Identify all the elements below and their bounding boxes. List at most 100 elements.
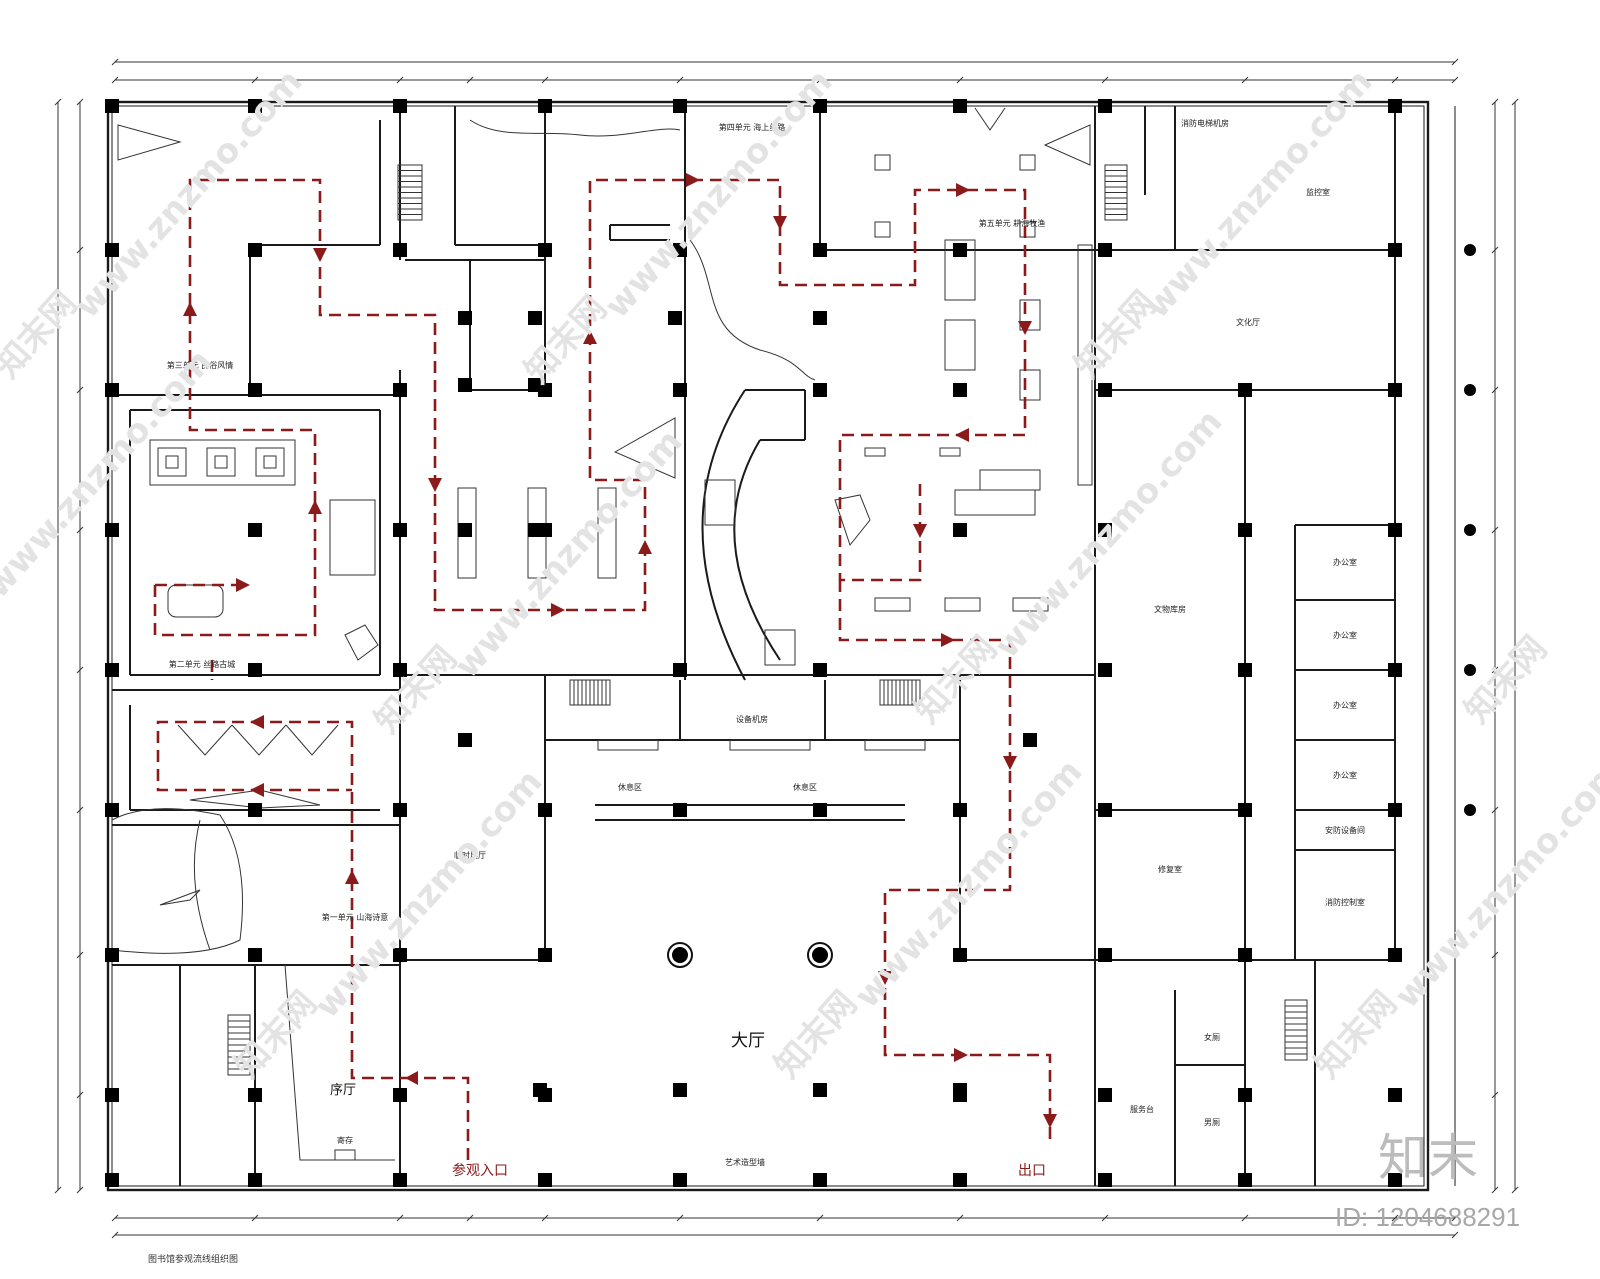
structural-column: [538, 803, 552, 817]
watermark-10: www.znzmo.com: [987, 402, 1230, 666]
dim-tick: [1451, 76, 1459, 84]
structural-column: [953, 523, 967, 537]
structural-column: [105, 803, 119, 817]
structural-column: [813, 1173, 827, 1187]
structural-column: [458, 378, 472, 392]
dim-tick: [956, 1214, 964, 1222]
elevator-room-label: 消防电梯机房: [1181, 118, 1229, 128]
dim-tick: [1391, 76, 1399, 84]
structural-column: [1023, 733, 1037, 747]
structural-column: [673, 1083, 687, 1097]
dim-tick: [676, 1214, 684, 1222]
display-cases: [117, 107, 1093, 1161]
structural-column: [813, 383, 827, 397]
structural-column: [538, 1173, 552, 1187]
structural-column: [1098, 948, 1112, 962]
brand-logo: 知末: [1378, 1129, 1478, 1187]
dim-tick: [1491, 951, 1499, 959]
structural-column: [393, 383, 407, 397]
dim-tick: [76, 1186, 84, 1194]
watermark-8: www.znzmo.com: [447, 422, 690, 686]
structural-column: [1388, 948, 1402, 962]
dim-tick: [396, 76, 404, 84]
dim-tick: [541, 1214, 549, 1222]
structural-column: [458, 733, 472, 747]
dim-tick: [816, 76, 824, 84]
dim-tick: [541, 76, 549, 84]
dim-tick: [396, 1214, 404, 1222]
structural-column: [1388, 383, 1402, 397]
culture-hall-label: 文化厅: [1236, 317, 1260, 327]
office-4-label: 办公室: [1333, 770, 1357, 780]
structural-column: [1388, 1088, 1402, 1102]
structural-columns: [105, 99, 1402, 1187]
dim-tick: [956, 76, 964, 84]
structural-column: [458, 523, 472, 537]
dim-tick: [76, 246, 84, 254]
dim-tick: [111, 76, 119, 84]
structural-column: [1238, 948, 1252, 962]
structural-column: [953, 1083, 967, 1097]
dim-tick: [54, 98, 62, 106]
structural-column: [953, 948, 967, 962]
structural-column: [248, 1088, 262, 1102]
watermark-3: 知末网: [517, 288, 615, 391]
dim-tick: [676, 76, 684, 84]
dim-tick: [1511, 98, 1519, 106]
structural-column: [1388, 523, 1402, 537]
structural-column: [105, 1088, 119, 1102]
structural-column: [458, 311, 472, 325]
unit-5-label: 第五单元 耕海牧渔: [979, 218, 1046, 228]
structural-column: [248, 1173, 262, 1187]
dimension-lines: [54, 58, 1519, 1239]
structural-column: [248, 383, 262, 397]
office-3-label: 办公室: [1333, 700, 1357, 710]
structural-column: [673, 383, 687, 397]
service-desk-label: 服务台: [1130, 1104, 1154, 1114]
structural-column: [248, 243, 262, 257]
foyer-label: 序厅: [330, 1083, 356, 1098]
rest-area-1-label: 休息区: [618, 782, 642, 792]
watermarks: 知末网 www.znzmo.com 知末网 www.znzmo.com 知末网 …: [0, 62, 1600, 1086]
office-1-label: 办公室: [1333, 557, 1357, 567]
dim-tick: [111, 58, 119, 66]
watermark-14: www.znzmo.com: [307, 762, 550, 1026]
structural-column: [393, 948, 407, 962]
structural-column: [1238, 663, 1252, 677]
structural-column: [953, 99, 967, 113]
structural-column: [673, 99, 687, 113]
dim-tick: [54, 1186, 62, 1194]
structural-column: [953, 383, 967, 397]
dim-tick: [1491, 1091, 1499, 1099]
structural-column: [1098, 99, 1112, 113]
structural-column: [393, 1173, 407, 1187]
dim-tick: [251, 76, 259, 84]
structural-column: [673, 243, 687, 257]
structural-column: [533, 1083, 547, 1097]
dim-tick: [76, 806, 84, 814]
structural-column: [248, 663, 262, 677]
dim-tick: [76, 951, 84, 959]
structural-column: [668, 311, 682, 325]
dim-tick: [76, 1091, 84, 1099]
dim-tick: [1451, 1231, 1459, 1239]
office-2-label: 办公室: [1333, 630, 1357, 640]
unit-3-label: 第三单元 民俗风情: [167, 360, 234, 370]
female-wc-label: 女厕: [1204, 1032, 1220, 1042]
structural-column: [105, 243, 119, 257]
structural-column: [248, 523, 262, 537]
structural-column: [1388, 243, 1402, 257]
structural-column: [813, 243, 827, 257]
structural-column: [1388, 1173, 1402, 1187]
dim-tick: [1491, 246, 1499, 254]
structural-column: [393, 243, 407, 257]
monitor-room-label: 监控室: [1306, 187, 1330, 197]
dim-tick: [466, 1214, 474, 1222]
structural-column: [1238, 383, 1252, 397]
temp-hall-label: 临时展厅: [454, 850, 486, 860]
structural-column: [813, 311, 827, 325]
interior-walls: [112, 106, 1456, 1186]
structural-column: [1098, 663, 1112, 677]
dim-tick: [1391, 1214, 1399, 1222]
